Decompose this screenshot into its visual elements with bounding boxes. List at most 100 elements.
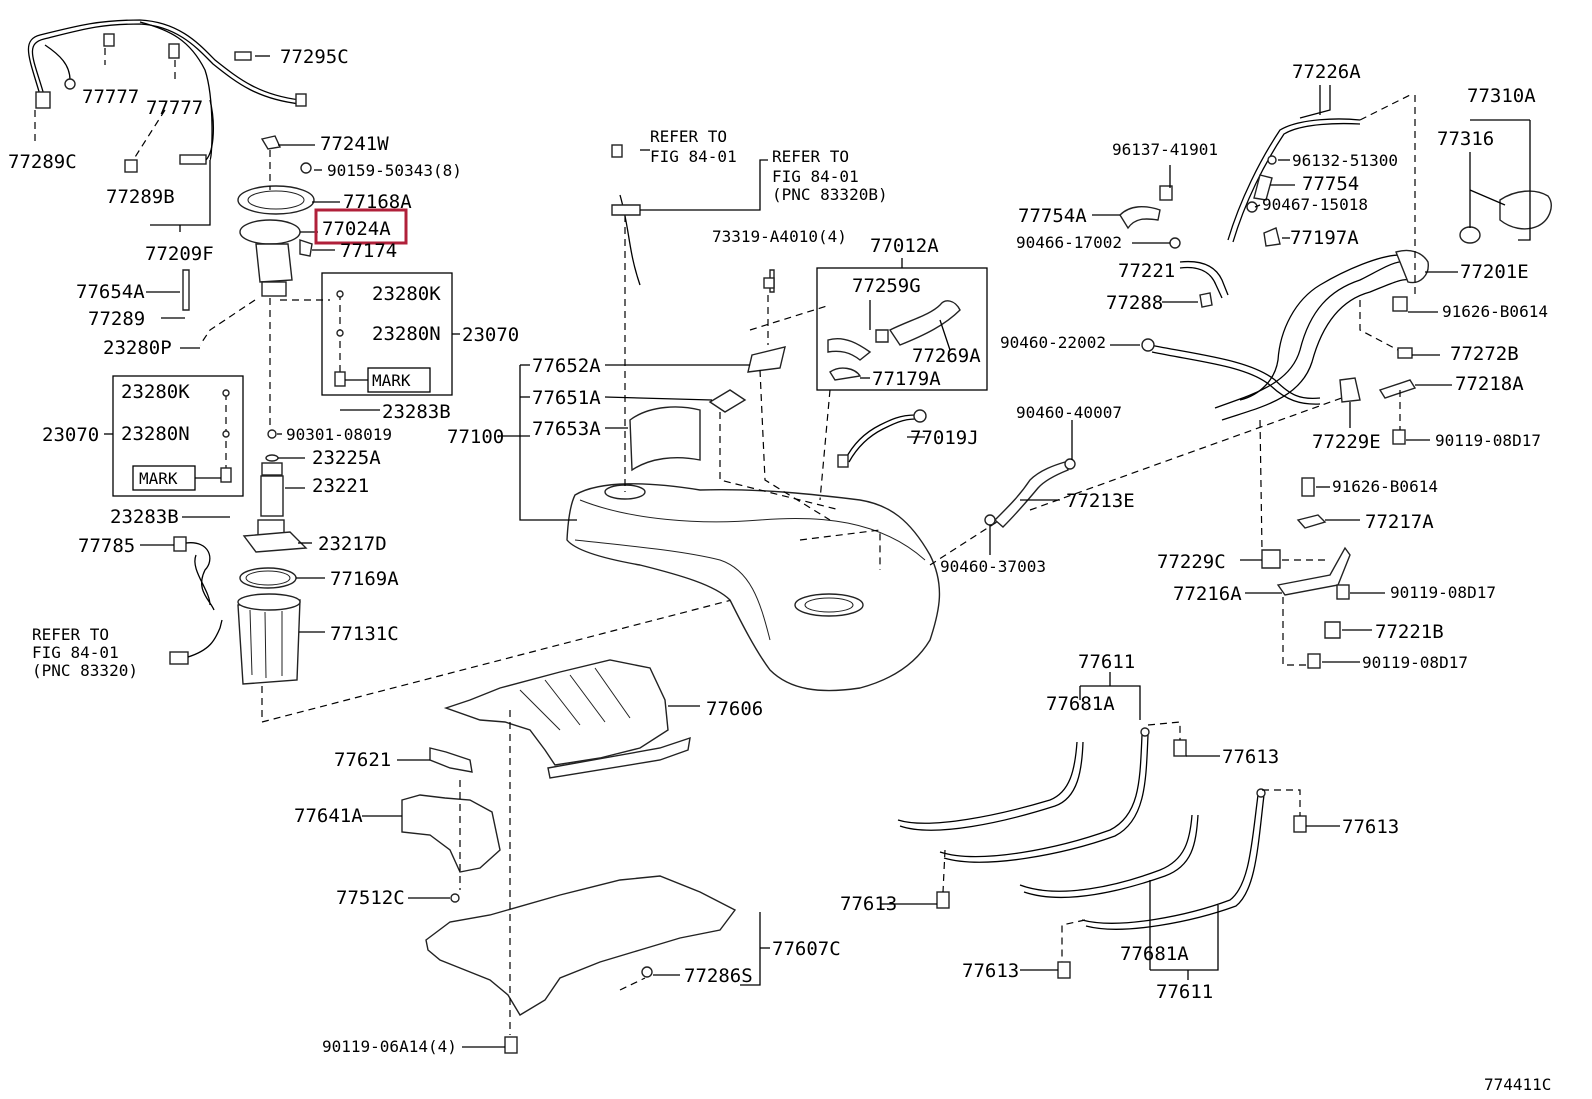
label-90119-08D17-a: 90119-08D17 (1435, 431, 1541, 450)
label-77681A-bottom: 77681A (1120, 943, 1189, 965)
label-77641A: 77641A (294, 805, 363, 827)
label-23280N-right: 23280N (372, 323, 441, 345)
refer-next-3: (PNC 83320B) (772, 185, 888, 204)
heat-shields: 77606 77621 77641A 77512C 77607C 77286S … (294, 659, 841, 1056)
label-23225A: 23225A (312, 447, 381, 469)
label-90159-50343: 90159-50343(8) (327, 161, 462, 180)
diagram-id: 774411C (1484, 1075, 1551, 1094)
label-90119-08D17-c: 90119-08D17 (1362, 653, 1468, 672)
label-77653A: 77653A (532, 418, 601, 440)
label-90119-08D17-b: 90119-08D17 (1390, 583, 1496, 602)
label-90460-37003: 90460-37003 (940, 557, 1046, 576)
label-23070-right: 23070 (462, 324, 519, 346)
label-77613-d: 77613 (962, 960, 1019, 982)
box-23070-left (104, 375, 244, 497)
part-77213E: 90460-40007 77213E 90460-37003 (940, 403, 1135, 576)
label-77754: 77754 (1302, 173, 1359, 195)
wire-labels: 77295C 77777 77777 77289C 77289B 77209F (8, 46, 349, 265)
label-77218A: 77218A (1455, 373, 1524, 395)
label-77168A: 77168A (343, 191, 412, 213)
label-77229E: 77229E (1312, 431, 1381, 453)
label-77169A: 77169A (330, 568, 399, 590)
label-77310A: 77310A (1467, 85, 1536, 107)
label-77286S: 77286S (684, 965, 753, 987)
label-96137-41901: 96137-41901 (1112, 140, 1218, 159)
label-90119-06A14: 90119-06A14(4) (322, 1037, 457, 1056)
label-77777-b: 77777 (146, 97, 203, 119)
label-23070-left: 23070 (42, 424, 99, 446)
pump-labels: 77241W 90159-50343(8) 77168A 77024A 7717… (32, 133, 519, 680)
label-96132-51300: 96132-51300 (1292, 151, 1398, 170)
label-23280N-left: 23280N (121, 423, 190, 445)
fuel-pump-assembly (161, 135, 315, 685)
label-73319-A4010: 73319-A4010(4) (712, 227, 847, 246)
label-77777-a: 77777 (82, 86, 139, 108)
refer-next-2: FIG 84-01 (772, 167, 859, 186)
label-77621: 77621 (334, 749, 391, 771)
refer-mid-1: REFER TO (650, 127, 727, 146)
refer-mid-2: FIG 84-01 (650, 147, 737, 166)
label-23280K-left: 23280K (121, 381, 190, 403)
label-23280P: 23280P (103, 337, 172, 359)
refer-next-1: REFER TO (772, 147, 849, 166)
label-77174: 77174 (340, 240, 397, 262)
label-90467-15018: 90467-15018 (1262, 195, 1368, 214)
label-77611-top: 77611 (1078, 651, 1135, 673)
label-77209F: 77209F (145, 243, 214, 265)
label-77288: 77288 (1106, 292, 1163, 314)
label-90460-40007: 90460-40007 (1016, 403, 1122, 422)
refer-left-3: (PNC 83320) (32, 661, 138, 680)
label-77681A-top: 77681A (1046, 693, 1115, 715)
label-77024A[interactable]: 77024A (322, 218, 391, 240)
label-77289C: 77289C (8, 151, 77, 173)
label-23280K-right: 23280K (372, 283, 441, 305)
label-77512C: 77512C (336, 887, 405, 909)
label-90460-22002: 90460-22002 (1000, 333, 1106, 352)
label-23221: 23221 (312, 475, 369, 497)
label-77213E: 77213E (1066, 490, 1135, 512)
label-77654A: 77654A (76, 281, 145, 303)
filler-pipe-group (1119, 85, 1552, 445)
label-77100: 77100 (447, 426, 504, 448)
filler-leaders (1092, 85, 1531, 441)
label-77289: 77289 (88, 308, 145, 330)
label-77295C: 77295C (280, 46, 349, 68)
label-77201E: 77201E (1460, 261, 1529, 283)
highlight-box-77024A[interactable] (314, 208, 408, 245)
refer-left-2: FIG 84-01 (32, 643, 119, 662)
label-77197A: 77197A (1290, 227, 1359, 249)
filler-labels: 77226A 96137-41901 96132-51300 77754 904… (1000, 61, 1548, 453)
box-23070-right (321, 272, 460, 411)
label-23217D: 23217D (318, 533, 387, 555)
fuel-tank (566, 269, 941, 692)
part-77019J (837, 409, 927, 468)
label-77221B: 77221B (1375, 621, 1444, 643)
label-77754A: 77754A (1018, 205, 1087, 227)
label-77221: 77221 (1118, 260, 1175, 282)
mark-right: MARK (372, 371, 411, 390)
tank-lines (498, 215, 1351, 570)
box-77012A: 77012A 77259G 77269A 77179A (816, 235, 988, 391)
label-77131C: 77131C (330, 623, 399, 645)
refer-mid: REFER TO FIG 84-01 REFER TO FIG 84-01 (P… (611, 127, 888, 286)
label-77613-a: 77613 (1222, 746, 1279, 768)
label-77289B: 77289B (106, 186, 175, 208)
label-77012A: 77012A (870, 235, 939, 257)
label-77259G: 77259G (852, 275, 921, 297)
label-77613-b: 77613 (1342, 816, 1399, 838)
label-77179A: 77179A (872, 368, 941, 390)
label-77613-c: 77613 (840, 893, 897, 915)
label-23283B: 23283B (382, 401, 451, 423)
label-23283B-left: 23283B (110, 506, 179, 528)
label-77651A: 77651A (532, 387, 601, 409)
label-77272B: 77272B (1450, 343, 1519, 365)
pump-leader-lines (140, 144, 340, 633)
label-77611-bottom: 77611 (1156, 981, 1213, 1003)
label-77217A: 77217A (1365, 511, 1434, 533)
label-91626-B0614-a: 91626-B0614 (1442, 302, 1548, 321)
label-77216A: 77216A (1173, 583, 1242, 605)
label-90301-08019: 90301-08019 (286, 425, 392, 444)
label-77019J: 77019J (910, 427, 979, 449)
label-77652A: 77652A (532, 355, 601, 377)
